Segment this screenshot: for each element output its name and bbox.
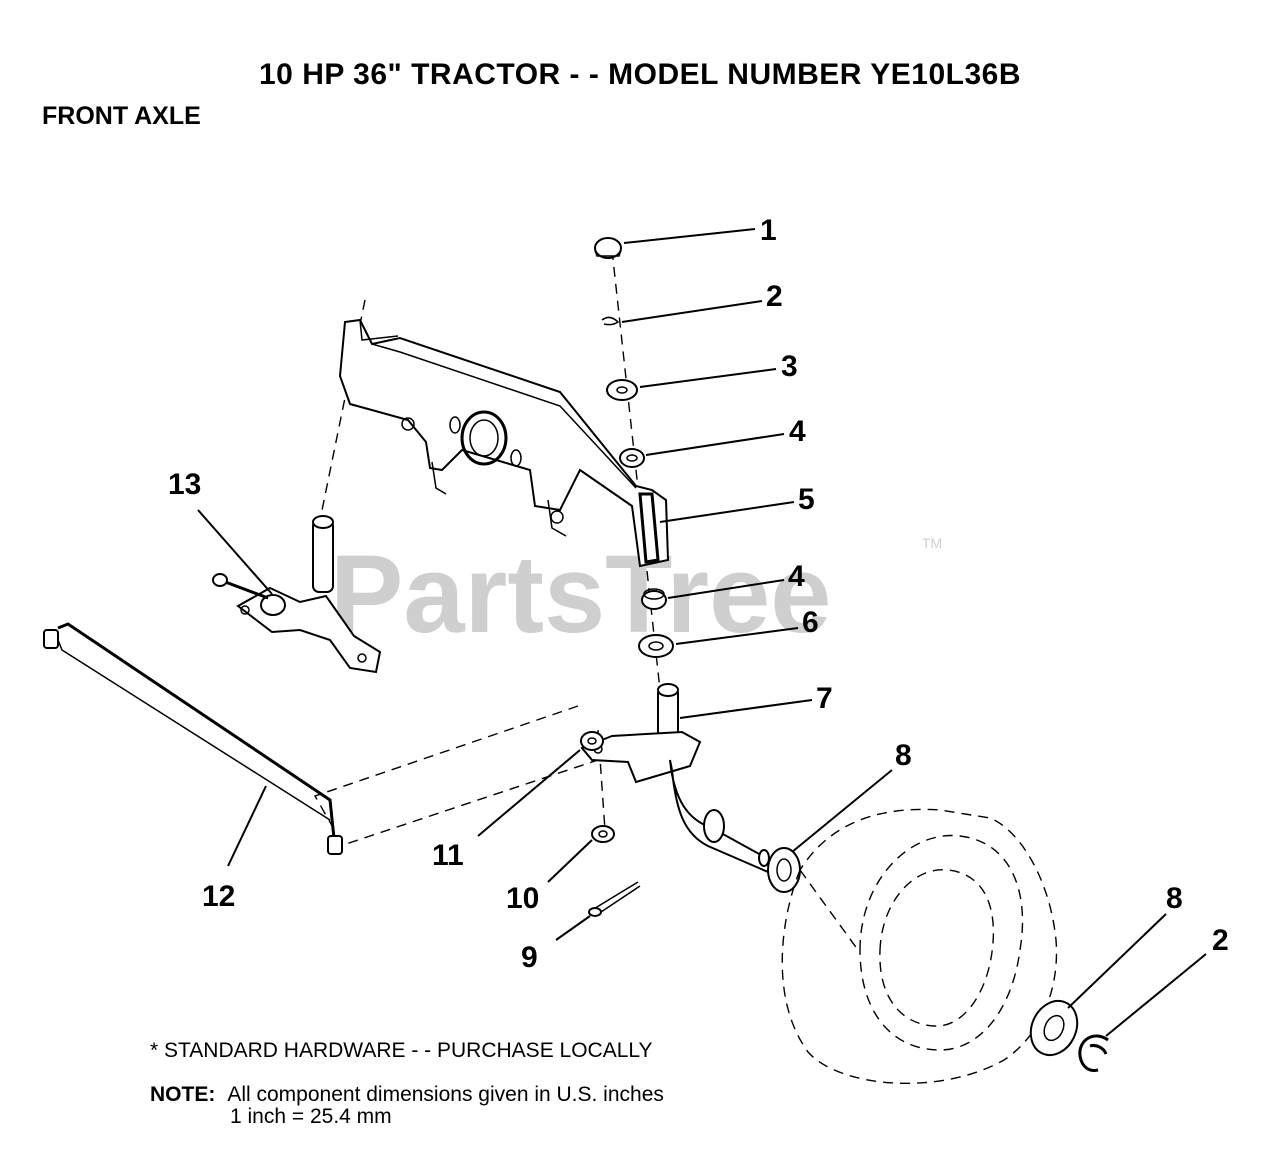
callout-6: 6 bbox=[802, 606, 819, 639]
note-line-2: 1 inch = 25.4 mm bbox=[230, 1105, 392, 1128]
standard-hardware-note: * STANDARD HARDWARE - - PURCHASE LOCALLY bbox=[150, 1039, 653, 1062]
note-line-1: All component dimensions given in U.S. i… bbox=[227, 1083, 664, 1106]
callout-12: 12 bbox=[202, 880, 235, 913]
callout-13: 13 bbox=[168, 468, 201, 501]
front-axle-beam bbox=[338, 318, 670, 568]
washer-large bbox=[606, 379, 638, 401]
dimensions-note: NOTE: All component dimensions given in U… bbox=[150, 1083, 664, 1107]
callout-numbers: 1 2 3 4 5 4 6 7 8 11 10 9 12 13 8 2 bbox=[168, 214, 1229, 974]
callout-7: 7 bbox=[816, 682, 833, 715]
callout-3: 3 bbox=[781, 350, 798, 383]
section-subtitle: FRONT AXLE bbox=[42, 102, 201, 130]
retaining-ring-outer bbox=[1078, 1034, 1109, 1072]
note-label: NOTE: bbox=[150, 1083, 216, 1106]
callout-1: 1 bbox=[760, 214, 777, 247]
cotter-pin bbox=[588, 881, 641, 917]
flange-bushing-lower bbox=[641, 588, 667, 610]
callout-4: 4 bbox=[789, 415, 806, 448]
callout-11: 11 bbox=[432, 839, 464, 872]
watermark-trademark: TM bbox=[922, 535, 942, 551]
left-spindle bbox=[212, 515, 382, 674]
flange-bushing-upper bbox=[619, 448, 645, 468]
axle-washer-outer bbox=[1029, 999, 1079, 1057]
callout-2-outer: 2 bbox=[1212, 924, 1229, 957]
front-wheel-phantom bbox=[781, 808, 1058, 1084]
callout-5: 5 bbox=[798, 483, 815, 516]
callout-10: 10 bbox=[506, 882, 539, 915]
washer-spacer bbox=[638, 634, 674, 658]
axle-washer-inner bbox=[767, 847, 801, 893]
watermark-text: PartsTree bbox=[330, 533, 831, 656]
retaining-ring bbox=[601, 316, 620, 326]
tie-rod bbox=[43, 622, 343, 855]
callout-4-lower: 4 bbox=[788, 560, 805, 593]
callout-9: 9 bbox=[521, 941, 538, 974]
jam-nut bbox=[580, 731, 604, 751]
right-spindle bbox=[580, 683, 772, 874]
callout-2: 2 bbox=[766, 280, 783, 313]
cap-plug bbox=[594, 237, 622, 259]
diagram-title: 10 HP 36" TRACTOR - - MODEL NUMBER YE10L… bbox=[258, 58, 1021, 91]
callout-8-outer: 8 bbox=[1166, 882, 1183, 915]
small-washer bbox=[591, 825, 615, 843]
callout-leaders bbox=[197, 228, 1207, 1037]
callout-8: 8 bbox=[895, 739, 912, 772]
